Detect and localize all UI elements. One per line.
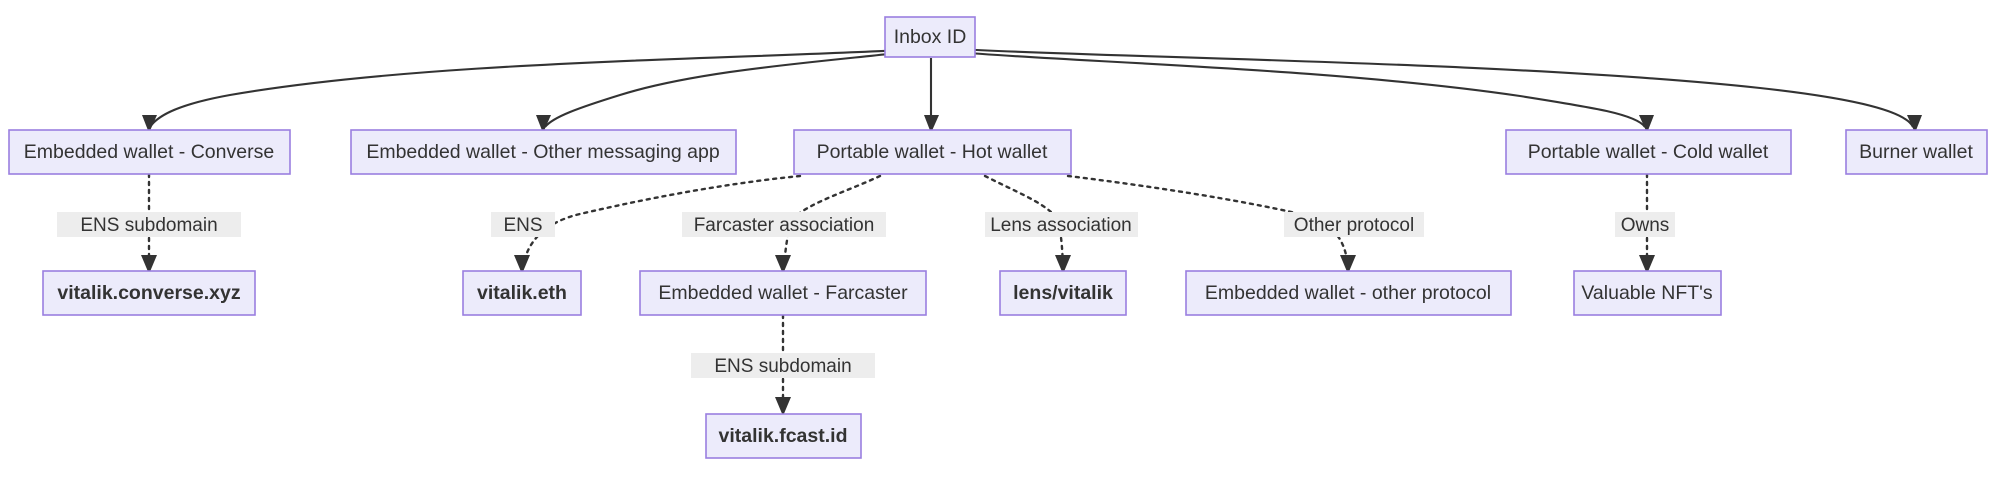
node-embedded-wallet-farcaster[interactable]: Embedded wallet - Farcaster: [639, 270, 927, 316]
node-box[interactable]: [1573, 270, 1722, 316]
edge-label-text: ENS subdomain: [714, 356, 851, 377]
node-label: vitalik.eth: [477, 282, 567, 304]
edge-label-ens-subdomain-converse: ENS subdomain: [57, 212, 241, 237]
edge-label-text: Other protocol: [1294, 215, 1414, 236]
edge-label-owns: Owns: [1615, 212, 1675, 237]
arrow-head-embedded-other-messaging: [536, 115, 551, 133]
edge-inbox-to-portable-cold-wallet: [955, 50, 1646, 128]
node-label: Embedded wallet - other protocol: [1205, 282, 1491, 304]
node-box[interactable]: [793, 129, 1072, 175]
node-label: Portable wallet - Hot wallet: [817, 141, 1048, 163]
node-label: Inbox ID: [894, 26, 967, 48]
edge-label-bg: [57, 212, 241, 237]
arrow-head-embedded-converse: [142, 115, 157, 133]
edge-label-text: Owns: [1621, 215, 1670, 236]
node-vitalik-converse-xyz[interactable]: vitalik.converse.xyz: [42, 270, 256, 316]
node-label: vitalik.converse.xyz: [57, 282, 240, 304]
edge-label-bg: [985, 212, 1138, 237]
node-inbox-id[interactable]: Inbox ID: [884, 16, 976, 58]
arrow-head-vitalik-converse-xyz: [141, 255, 157, 274]
arrow-head-portable-cold-wallet: [1639, 115, 1654, 133]
node-burner-wallet[interactable]: Burner wallet: [1845, 129, 1988, 175]
node-lens-vitalik[interactable]: lens/vitalik: [999, 270, 1127, 316]
node-box[interactable]: [1505, 129, 1792, 175]
node-embedded-wallet-converse[interactable]: Embedded wallet - Converse: [8, 129, 291, 175]
edge-label-bg: [1615, 212, 1675, 237]
arrow-head-embedded-wallet-farcaster: [775, 255, 791, 274]
edge-label-ens: ENS: [491, 212, 555, 237]
node-label: lens/vitalik: [1013, 282, 1113, 304]
edge-label-text: Lens association: [990, 215, 1132, 236]
arrow-head-vitalik-fcast-id: [775, 397, 791, 416]
node-embedded-wallet-other-messaging-app[interactable]: Embedded wallet - Other messaging app: [350, 129, 737, 175]
node-box[interactable]: [1185, 270, 1512, 316]
edge-label-group: ENS subdomain ENS Farcaster association …: [57, 212, 1675, 378]
arrow-head-lens-vitalik: [1055, 255, 1071, 274]
node-portable-wallet-hot-wallet[interactable]: Portable wallet - Hot wallet: [793, 129, 1072, 175]
node-box[interactable]: [884, 16, 976, 58]
edge-label-farcaster-association: Farcaster association: [682, 212, 886, 237]
edge-hot-wallet-to-embedded-wallet-other-protocol: [1066, 174, 1350, 268]
edge-label-text: ENS subdomain: [80, 215, 217, 236]
node-box[interactable]: [42, 270, 256, 316]
edge-hot-wallet-to-embedded-wallet-farcaster: [782, 174, 882, 268]
node-portable-wallet-cold-wallet[interactable]: Portable wallet - Cold wallet: [1505, 129, 1792, 175]
edge-hot-wallet-to-vitalik-eth: [521, 174, 802, 268]
node-label: Portable wallet - Cold wallet: [1528, 141, 1769, 163]
node-box[interactable]: [705, 413, 862, 459]
edge-label-text: ENS: [503, 215, 542, 236]
edge-label-other-protocol: Other protocol: [1284, 212, 1424, 237]
node-box[interactable]: [462, 270, 582, 316]
node-box[interactable]: [639, 270, 927, 316]
arrow-head-burner-wallet: [1907, 115, 1922, 133]
arrow-head-vitalik-eth: [514, 255, 530, 274]
edge-inbox-to-embedded-other-messaging: [544, 50, 907, 128]
arrow-head-embedded-wallet-other-protocol: [1340, 255, 1356, 274]
edge-group-solid: [142, 47, 1922, 133]
edge-label-bg: [682, 212, 886, 237]
node-embedded-wallet-other-protocol[interactable]: Embedded wallet - other protocol: [1185, 270, 1512, 316]
node-group: Inbox ID Embedded wallet - Converse Embe…: [8, 16, 1988, 459]
node-box[interactable]: [1845, 129, 1988, 175]
node-label: Valuable NFT's: [1581, 282, 1712, 304]
node-label: Burner wallet: [1859, 141, 1973, 163]
edge-label-bg: [491, 212, 555, 237]
edge-label-lens-association: Lens association: [985, 212, 1138, 237]
edge-inbox-to-burner-wallet: [955, 47, 1914, 128]
edge-label-ens-subdomain-farcaster: ENS subdomain: [691, 353, 875, 378]
edge-label-bg: [1284, 212, 1424, 237]
node-box[interactable]: [8, 129, 291, 175]
edge-label-text: Farcaster association: [694, 215, 875, 236]
arrow-head-portable-hot-wallet: [924, 115, 939, 133]
node-vitalik-eth[interactable]: vitalik.eth: [462, 270, 582, 316]
edge-inbox-to-embedded-converse: [149, 48, 906, 128]
node-vitalik-fcast-id[interactable]: vitalik.fcast.id: [705, 413, 862, 459]
edge-label-bg: [691, 353, 875, 378]
arrow-head-valuable-nfts: [1639, 255, 1655, 274]
node-label: Embedded wallet - Converse: [24, 141, 274, 163]
node-label: vitalik.fcast.id: [719, 425, 848, 447]
node-label: Embedded wallet - Farcaster: [658, 282, 908, 304]
node-valuable-nfts[interactable]: Valuable NFT's: [1573, 270, 1722, 316]
node-box[interactable]: [350, 129, 737, 175]
node-box[interactable]: [999, 270, 1127, 316]
node-label: Embedded wallet - Other messaging app: [366, 141, 720, 163]
